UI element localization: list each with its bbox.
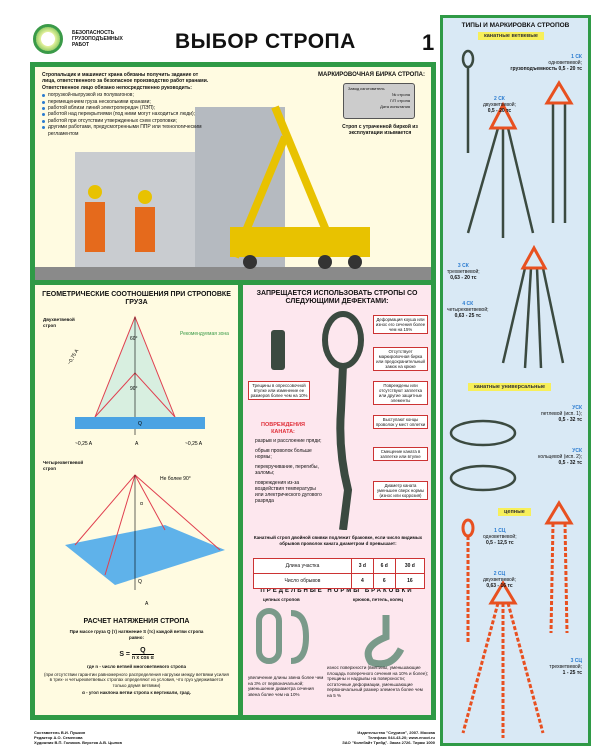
chain-link-hook-illustration <box>256 608 405 667</box>
svg-text:~0,25 A: ~0,25 A <box>75 441 93 447</box>
svg-text:Q: Q <box>138 421 142 427</box>
svg-text:A: A <box>135 441 139 447</box>
intro-text: Стропальщик и машинист крана обязаны пол… <box>42 72 212 137</box>
geometry-diagram: 60° 90° ~0,75 A Рекомендуемая зона Q ~0,2… <box>65 315 229 607</box>
tag-title: МАРКИРОВОЧНАЯ БИРКА СТРОПА: <box>318 72 425 78</box>
list-item: работой над перекрытиями (под ними могут… <box>42 111 212 117</box>
defects-section: ЗАПРЕЩАЕТСЯ ИСПОЛЬЗОВАТЬ СТРОПЫ СО СЛЕДУ… <box>243 285 431 715</box>
logo <box>33 24 63 54</box>
list-item: работой при отсутствии утвержденных схем… <box>42 118 212 124</box>
sleeve-icon <box>271 330 285 370</box>
svg-text:α: α <box>140 501 143 507</box>
calc-title: РАСЧЕТ НАТЯЖЕНИЯ СТРОПА <box>83 618 190 625</box>
angle-60: 60° <box>130 336 138 342</box>
list-item: работой вблизи линий электропередач (ЛЭП… <box>42 105 212 111</box>
svg-text:~0,25 A: ~0,25 A <box>185 441 203 447</box>
slings-illustration <box>449 49 574 738</box>
defects-title: ЗАПРЕЩАЕТСЯ ИСПОЛЬЗОВАТЬ СТРОПЫ СО СЛЕДУ… <box>256 290 418 305</box>
crane-illustration <box>35 105 431 280</box>
tag-note: Строп с утраченной биркой из эксплуатаци… <box>342 124 418 136</box>
svg-text:Q: Q <box>138 579 142 585</box>
page-title: ВЫБОР СТРОПА <box>175 30 356 53</box>
chain-limits: увеличение длины звена более чем на 3% о… <box>248 675 324 697</box>
hook-limits: износ поверхности (вмятины, уменьшающие … <box>327 665 429 698</box>
angle-90: 90° <box>130 386 138 392</box>
intro-list: погрузкой-выгрузкой из полувагонов; пере… <box>42 92 212 137</box>
svg-text:Рекомендуемая зона: Рекомендуемая зона <box>180 331 229 337</box>
list-item: погрузкой-выгрузкой из полувагонов; <box>42 92 212 98</box>
types-title: ТИПЫ И МАРКИРОВКА СТРОПОВ <box>461 22 570 29</box>
geometry-title: ГЕОМЕТРИЧЕСКИЕ СООТНОШЕНИЯ ПРИ СТРОПОВКЕ… <box>42 291 231 306</box>
list-item: перемещением груза несколькими кранами; <box>42 99 212 105</box>
rope-damage-list: разрыв и расслоение пряди;обрыв проволок… <box>255 438 322 504</box>
list-item: другими работами, предусмотренными ППР и… <box>42 124 212 137</box>
svg-text:Не более 90°: Не более 90° <box>160 476 191 482</box>
svg-text:A: A <box>145 601 149 607</box>
svg-text:~0,75 A: ~0,75 A <box>67 348 81 366</box>
rope-illustration <box>322 311 364 530</box>
poster-number: 1 <box>422 30 435 55</box>
geometry-section: ГЕОМЕТРИЧЕСКИЕ СООТНОШЕНИЯ ПРИ СТРОПОВКЕ… <box>35 285 238 715</box>
